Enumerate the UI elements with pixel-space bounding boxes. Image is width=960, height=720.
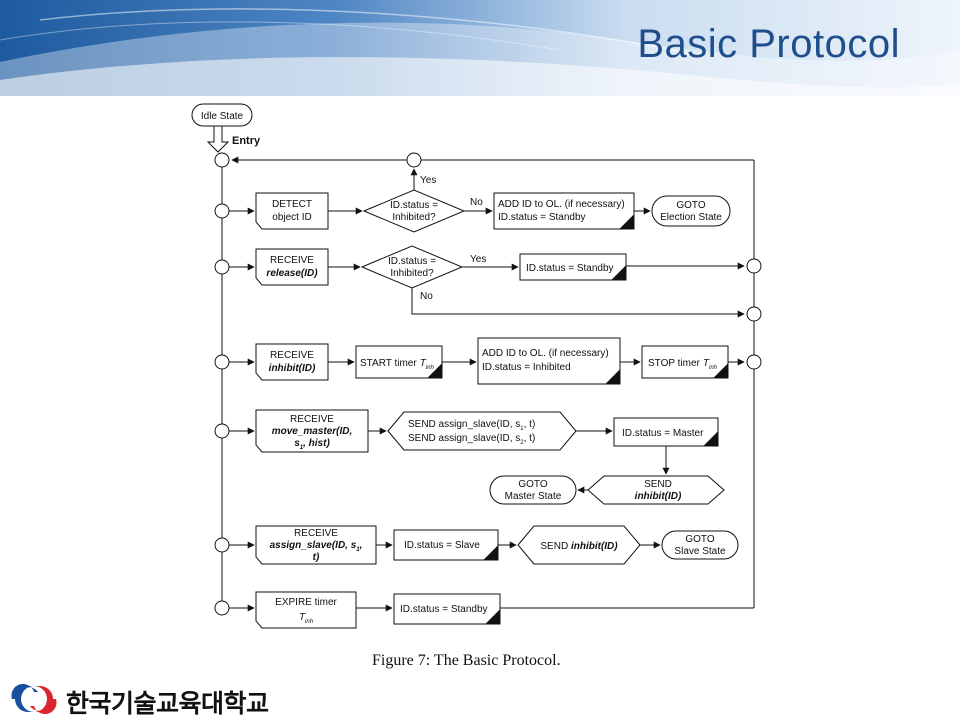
row5-action-l1: ID.status = Slave xyxy=(404,540,480,551)
row3-stop-timer-box xyxy=(641,345,729,379)
institution-logo xyxy=(11,684,57,714)
entry-label: Entry xyxy=(232,135,261,147)
row4-send2-l1: SEND xyxy=(644,479,672,490)
institution-name: 한국기술교육대학교 xyxy=(66,689,269,718)
idle-state-label: Idle State xyxy=(201,111,244,122)
junction-top xyxy=(406,152,422,168)
row6-input-box xyxy=(255,591,357,629)
row6-input-l1: EXPIRE timer xyxy=(275,597,337,608)
row5-goto-node xyxy=(661,530,739,560)
row2-action-l1: ID.status = Standby xyxy=(526,263,614,274)
row1-no-label: No xyxy=(470,197,483,208)
row4-input-l3: s1, hist) xyxy=(294,438,330,451)
row3-action-l1: ADD ID to OL. (if necessary) xyxy=(482,348,609,359)
junction-1 xyxy=(214,203,230,219)
slide-header: Basic Protocol xyxy=(0,0,960,96)
row1-goto-l2: Election State xyxy=(660,212,722,223)
r2-no-path xyxy=(411,288,745,318)
row1-yes-label: Yes xyxy=(420,175,436,186)
row1-input-l1: DETECT xyxy=(272,199,312,210)
row5-input-l1: RECEIVE xyxy=(294,528,338,539)
row2-input-l1: RECEIVE xyxy=(270,255,314,266)
row2-decision xyxy=(360,245,464,289)
row4-goto-node xyxy=(489,475,577,505)
row5-input-l3: t) xyxy=(313,552,320,563)
row5-input-box xyxy=(255,525,377,565)
junction-5 xyxy=(214,537,230,553)
entry-arrow xyxy=(206,125,230,153)
row5-goto-l2: Slave State xyxy=(674,546,726,557)
row4-send-l2: SEND assign_slave(ID, s2, t) xyxy=(408,433,535,446)
row1-goto-l1: GOTO xyxy=(676,200,705,211)
row2-decision-l2: Inhibited? xyxy=(390,268,434,279)
row6-action-box xyxy=(393,593,501,625)
row4-action-box xyxy=(613,417,719,447)
row4-input-l1: RECEIVE xyxy=(290,414,334,425)
row2-input-l2: release(ID) xyxy=(266,268,318,279)
row1-decision xyxy=(362,189,466,233)
row1-action-l2: ID.status = Standby xyxy=(498,212,586,223)
row4-send-l1: SEND assign_slave(ID, s1, t) xyxy=(408,419,535,432)
row2-no-label: No xyxy=(420,291,433,302)
junction-0 xyxy=(214,152,230,168)
row1-decision-l1: ID.status = xyxy=(390,200,438,211)
row1-input-l2: object ID xyxy=(272,212,311,223)
row1-input-box xyxy=(255,192,329,230)
row2-input-box xyxy=(255,248,329,286)
row6-action-l1: ID.status = Standby xyxy=(400,604,488,615)
row1-action-l1: ADD ID to OL. (if necessary) xyxy=(498,199,625,210)
slide-title: Basic Protocol xyxy=(637,22,900,66)
row4-goto-l2: Master State xyxy=(505,491,562,502)
junction-2 xyxy=(214,259,230,275)
row6-input-l2: Tinh xyxy=(299,612,314,625)
row4-send2-l2: inhibit(ID) xyxy=(635,491,682,502)
junction-4 xyxy=(214,423,230,439)
row3-action-box xyxy=(477,337,621,385)
row1-goto-node xyxy=(651,195,731,227)
row3-input-box xyxy=(255,343,329,381)
junction-6 xyxy=(214,600,230,616)
row4-action-l1: ID.status = Master xyxy=(622,428,704,439)
row5-input-l2: assign_slave(ID, s1, xyxy=(270,540,363,553)
row3-input-l2: inhibit(ID) xyxy=(269,363,316,374)
figure-caption: Figure 7: The Basic Protocol. xyxy=(372,652,561,669)
row1-action-box xyxy=(493,192,635,230)
row3-action-l2: ID.status = Inhibited xyxy=(482,362,571,373)
row5-action-box xyxy=(393,529,499,561)
row3-input-l1: RECEIVE xyxy=(270,350,314,361)
junction-3 xyxy=(214,354,230,370)
row4-input-box xyxy=(255,409,369,453)
row2-yes-label: Yes xyxy=(470,254,486,265)
row3-start-timer-box xyxy=(355,345,443,379)
row2-action-box xyxy=(519,253,627,281)
row2-decision-l1: ID.status = xyxy=(388,256,436,267)
row5-goto-l1: GOTO xyxy=(685,534,714,545)
row5-send-l1: SEND inhibit(ID) xyxy=(540,541,618,552)
row1-decision-l2: Inhibited? xyxy=(392,212,436,223)
right-junctions xyxy=(746,258,762,370)
row4-goto-l1: GOTO xyxy=(518,479,547,490)
row4-send-node xyxy=(387,411,577,451)
header-swoosh xyxy=(0,0,960,96)
row4-input-l2: move_master(ID, xyxy=(272,426,353,437)
row1-action-corner xyxy=(618,213,635,230)
